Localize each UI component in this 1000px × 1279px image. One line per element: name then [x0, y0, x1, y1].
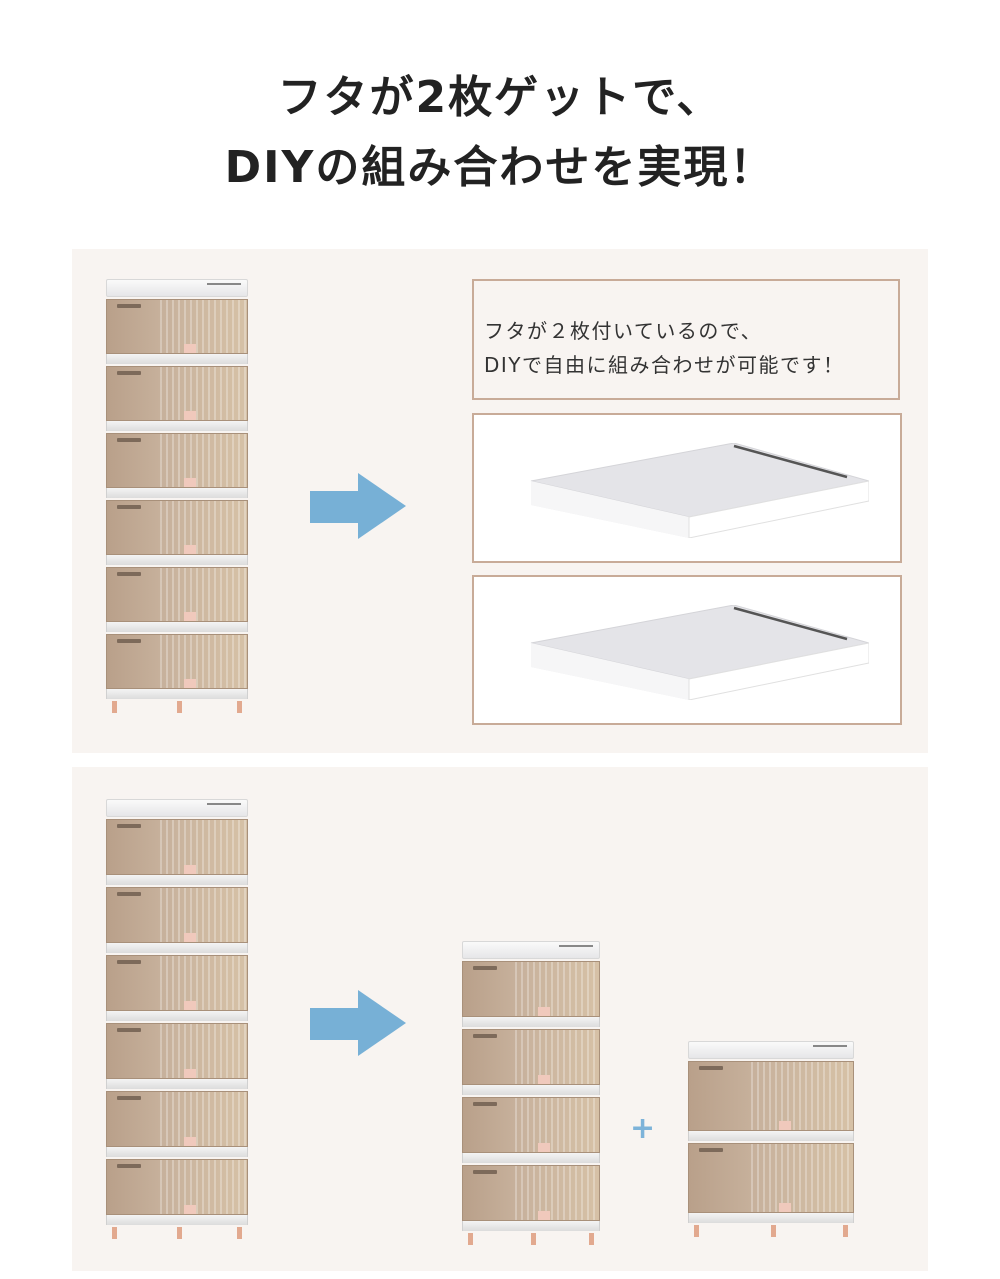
- drawer: [106, 887, 248, 943]
- tower-lid: [462, 941, 600, 959]
- drawer: [106, 299, 248, 354]
- drawer: [106, 634, 248, 689]
- drawer: [462, 1029, 600, 1085]
- arrow-right-icon: [310, 990, 408, 1056]
- lid-image: [530, 443, 869, 538]
- tower-lid: [106, 799, 248, 817]
- lid-image-box-1: [472, 413, 902, 563]
- description-line-2: DIYで自由に組み合わせが可能です！: [484, 353, 845, 377]
- description-line-1: フタが２枚付いているので、: [484, 319, 763, 343]
- headline-line-1: フタが2枚ゲットで、: [263, 70, 737, 126]
- drawer: [106, 500, 248, 555]
- drawer: [106, 433, 248, 488]
- tower-lid: [106, 279, 248, 297]
- storage-tower-6-image: [106, 799, 248, 1239]
- drawer: [462, 1097, 600, 1153]
- drawer: [688, 1061, 854, 1131]
- storage-tower-2-image: [688, 1041, 854, 1237]
- storage-tower-4-image: [462, 941, 600, 1245]
- lid-image-box-2: [472, 575, 902, 725]
- drawer: [106, 1091, 248, 1147]
- drawer: [106, 366, 248, 421]
- drawer: [688, 1143, 854, 1213]
- arrow-right-icon: [310, 473, 408, 539]
- plus-icon: +: [630, 1111, 656, 1146]
- drawer: [462, 961, 600, 1017]
- headline: フタが2枚ゲットで、 DIYの組み合わせを実現！: [0, 70, 1000, 196]
- drawer: [462, 1165, 600, 1221]
- drawer: [106, 819, 248, 875]
- description-box: フタが２枚付いているので、 DIYで自由に組み合わせが可能です！: [472, 279, 900, 400]
- panel-diy-combination: +: [72, 767, 928, 1271]
- drawer: [106, 1023, 248, 1079]
- storage-tower-6-image: [106, 279, 248, 713]
- drawer: [106, 955, 248, 1011]
- panel-lids-included: フタが２枚付いているので、 DIYで自由に組み合わせが可能です！: [72, 249, 928, 753]
- drawer: [106, 567, 248, 622]
- headline-line-2: DIYの組み合わせを実現！: [210, 140, 790, 196]
- tower-lid: [688, 1041, 854, 1059]
- lid-image: [530, 605, 869, 700]
- drawer: [106, 1159, 248, 1215]
